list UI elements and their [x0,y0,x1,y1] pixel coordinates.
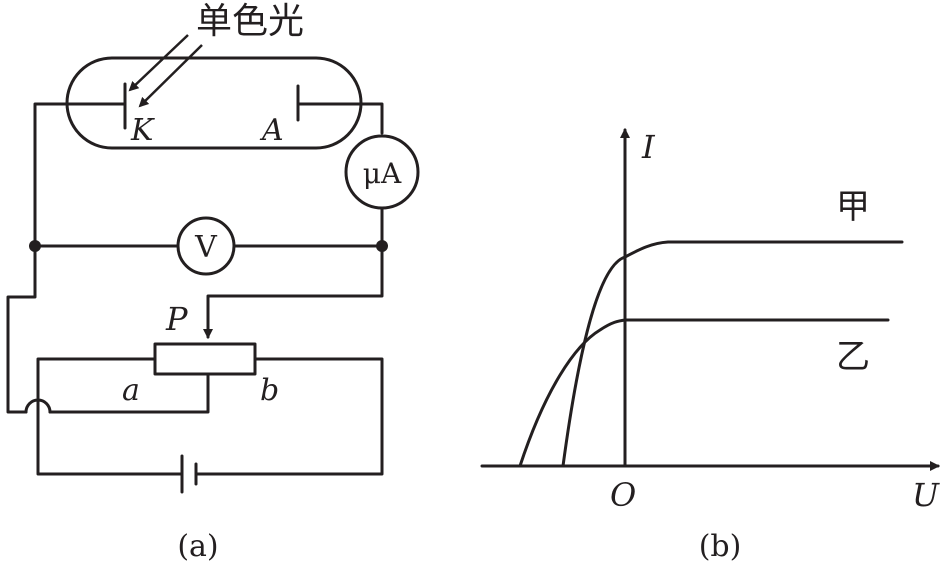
photo-tube [65,56,363,150]
light-ray-2 [138,44,203,108]
wire-left-down [6,244,37,414]
end-a-label: a [122,373,140,408]
ammeter-label: μA [363,157,402,190]
circuit-diagram: 单色光 K A μA V P a b (a) [6,1,420,564]
wire-anode-right [296,102,384,135]
iu-graph: I U O 甲 乙 (b) [480,128,940,564]
slider-label: P [165,300,188,338]
end-b-label: b [260,373,279,408]
light-label: 单色光 [196,1,304,42]
curve-yi-label: 乙 [836,337,870,377]
caption-a: (a) [177,529,218,564]
y-axis-label: I [641,128,656,166]
x-axis-label: U [912,476,940,514]
cathode-label: K [130,113,155,148]
wire-cathode-left [33,102,127,248]
wire-rheostat-left [36,357,184,476]
anode-label: A [259,113,284,148]
voltmeter-label: V [194,230,218,265]
wire-to-end-a [48,373,210,414]
caption-b: (b) [699,529,742,564]
light-ray-1 [128,34,189,92]
curve-jia-label: 甲 [836,187,870,227]
wire-to-slider [203,244,384,339]
wire-rheostat-right [194,357,384,476]
curve-jia [561,240,904,468]
origin-label: O [610,476,636,514]
rheostat [153,342,257,376]
curve-yi [518,318,890,468]
